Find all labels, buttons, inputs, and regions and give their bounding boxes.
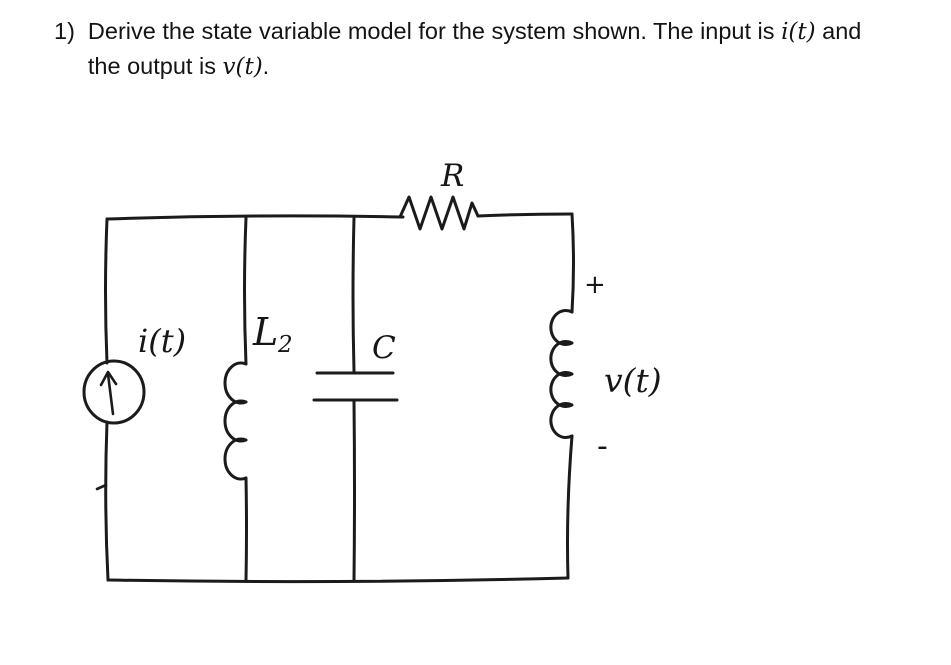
wire-right-upper bbox=[570, 212, 575, 314]
problem-line2-end: . bbox=[262, 53, 270, 79]
problem-line1-end: and bbox=[815, 18, 862, 44]
problem-line1-text: Derive the state variable model for the … bbox=[87, 18, 782, 44]
branch-c-lower bbox=[352, 399, 356, 582]
label-polarity-minus: - bbox=[597, 429, 608, 464]
branch-c-upper bbox=[351, 216, 356, 373]
wire-left-lower bbox=[104, 420, 110, 582]
wire-top bbox=[105, 214, 405, 221]
label-output-voltage: v(t) bbox=[604, 361, 662, 400]
math-output-symbol: v(t) bbox=[222, 54, 263, 80]
inductor-output bbox=[549, 309, 574, 439]
label-polarity-plus: + bbox=[584, 270, 606, 300]
wire-bottom bbox=[106, 576, 570, 584]
problem-text: Derive the state variable model for the … bbox=[88, 14, 861, 84]
current-source-arrowhead bbox=[99, 370, 118, 387]
math-input-symbol: i(t) bbox=[781, 19, 816, 45]
label-l2-subscript: 2 bbox=[277, 332, 293, 358]
stray-mark bbox=[95, 483, 108, 491]
label-l2: L bbox=[252, 310, 278, 354]
current-source-arrow bbox=[106, 372, 115, 416]
wire-right-lower bbox=[566, 434, 574, 580]
label-current-source: i(t) bbox=[138, 322, 186, 360]
label-capacitor: C bbox=[372, 330, 396, 366]
label-resistor: R bbox=[440, 158, 464, 194]
problem-number: 1) bbox=[54, 18, 75, 44]
problem-statement: 1) Derive the state variable model for t… bbox=[54, 14, 924, 84]
current-source bbox=[82, 359, 146, 425]
wire-top-right bbox=[476, 212, 574, 218]
inductor-l2 bbox=[223, 361, 248, 481]
wire-left-upper bbox=[104, 217, 109, 365]
problem-line2-text: the output is bbox=[87, 53, 223, 79]
branch-l2-upper bbox=[243, 216, 248, 366]
resistor-r bbox=[398, 195, 480, 231]
branch-l2-lower bbox=[244, 476, 248, 582]
